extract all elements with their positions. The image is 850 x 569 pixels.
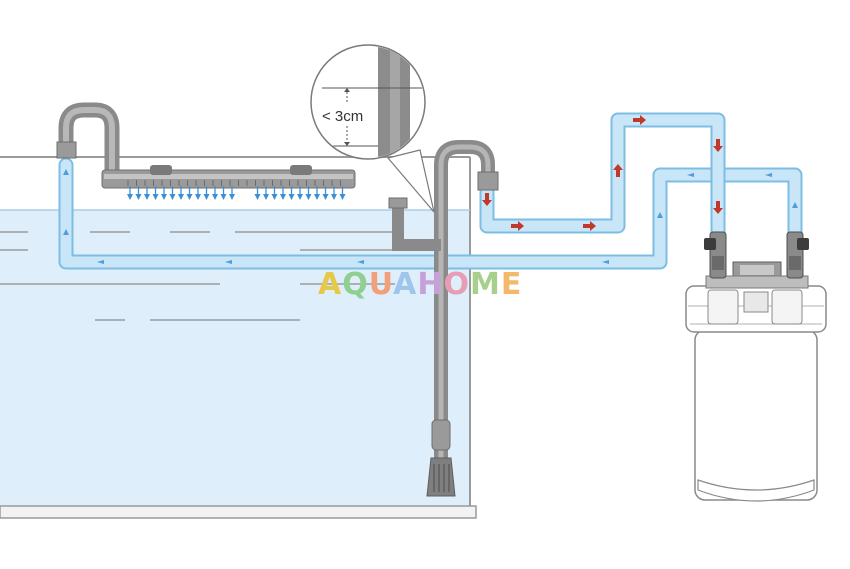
red-flow-arrow (633, 115, 646, 125)
red-flow-arrow (713, 201, 723, 214)
outlet-pipe (56, 102, 356, 189)
red-flow-arrow (713, 139, 723, 152)
water-drop-arrow (229, 186, 235, 200)
water-drop-arrow (657, 212, 663, 218)
red-flow-arrow (583, 221, 596, 231)
water-ripples (0, 231, 395, 321)
water-drop-arrow (203, 186, 210, 200)
water-drop-arrow (792, 202, 798, 208)
water-drop-arrow (186, 186, 193, 200)
canister-body (694, 329, 818, 501)
strainer-cage (426, 457, 456, 497)
canister-filter (685, 261, 827, 502)
water-drop-arrow (687, 173, 694, 177)
red-flow-arrow (511, 221, 524, 231)
water-drop-arrow (288, 186, 295, 200)
outlet-connector (56, 141, 77, 159)
water-drop-arrow (357, 260, 364, 264)
intake-pipe (388, 140, 499, 497)
water-drop-arrow (280, 186, 286, 200)
water-drop-arrow (254, 186, 261, 200)
lid-handle-block (743, 291, 769, 313)
canister-bottom (697, 479, 815, 502)
callout-label: < 3cm (322, 108, 363, 125)
water-drop-arrow (331, 186, 337, 200)
spray-bar-clip-right (290, 165, 312, 175)
water-drop-arrow (305, 186, 312, 200)
water-drop-arrow (263, 186, 269, 200)
valve-icon (786, 231, 809, 279)
water-drop-arrow (220, 186, 227, 200)
lid-latch-right (771, 289, 803, 325)
return-tube (60, 159, 801, 268)
spray-bar-holes (127, 180, 341, 186)
intake-strainer (431, 419, 451, 451)
tank-base (0, 505, 477, 519)
red-flow-arrow (613, 164, 623, 177)
spray-bar-clip-left (150, 165, 172, 175)
height-callout: < 3cm (310, 44, 435, 213)
spray-arrows (127, 180, 346, 200)
water-drop-arrow (322, 186, 329, 200)
intake-connector (477, 171, 499, 191)
water-drop-arrow (297, 186, 303, 200)
water-drop-arrow (602, 260, 609, 264)
water-drop-arrow (63, 229, 69, 235)
lid-latch-left (707, 289, 739, 325)
valve-icon (704, 231, 727, 279)
water-drop-arrow (169, 186, 176, 200)
flow-arrows (63, 115, 798, 264)
water-drop-arrow (314, 186, 320, 200)
water-drop-arrow (127, 186, 133, 200)
water-drop-arrow (195, 186, 201, 200)
red-flow-arrow (482, 193, 492, 206)
water-drop-arrow (144, 186, 150, 200)
water-drop-arrow (339, 186, 346, 200)
valve-base (705, 275, 809, 289)
water-drop-arrow (178, 186, 184, 200)
water-drop-arrow (271, 186, 278, 200)
water-drop-arrow (63, 169, 69, 175)
skimmer-branch (392, 205, 441, 251)
skimmer-head (388, 197, 408, 209)
aquahome-watermark: AQUAHOME (318, 267, 522, 302)
callout-pointer (386, 149, 435, 213)
water-drop-arrow (97, 260, 104, 264)
water-drop-arrow (225, 260, 232, 264)
water-drop-arrow (212, 186, 218, 200)
water-drop-arrow (765, 173, 772, 177)
water-drop-arrow (152, 186, 159, 200)
water-drop-arrow (135, 186, 142, 200)
water-drop-arrow (161, 186, 167, 200)
